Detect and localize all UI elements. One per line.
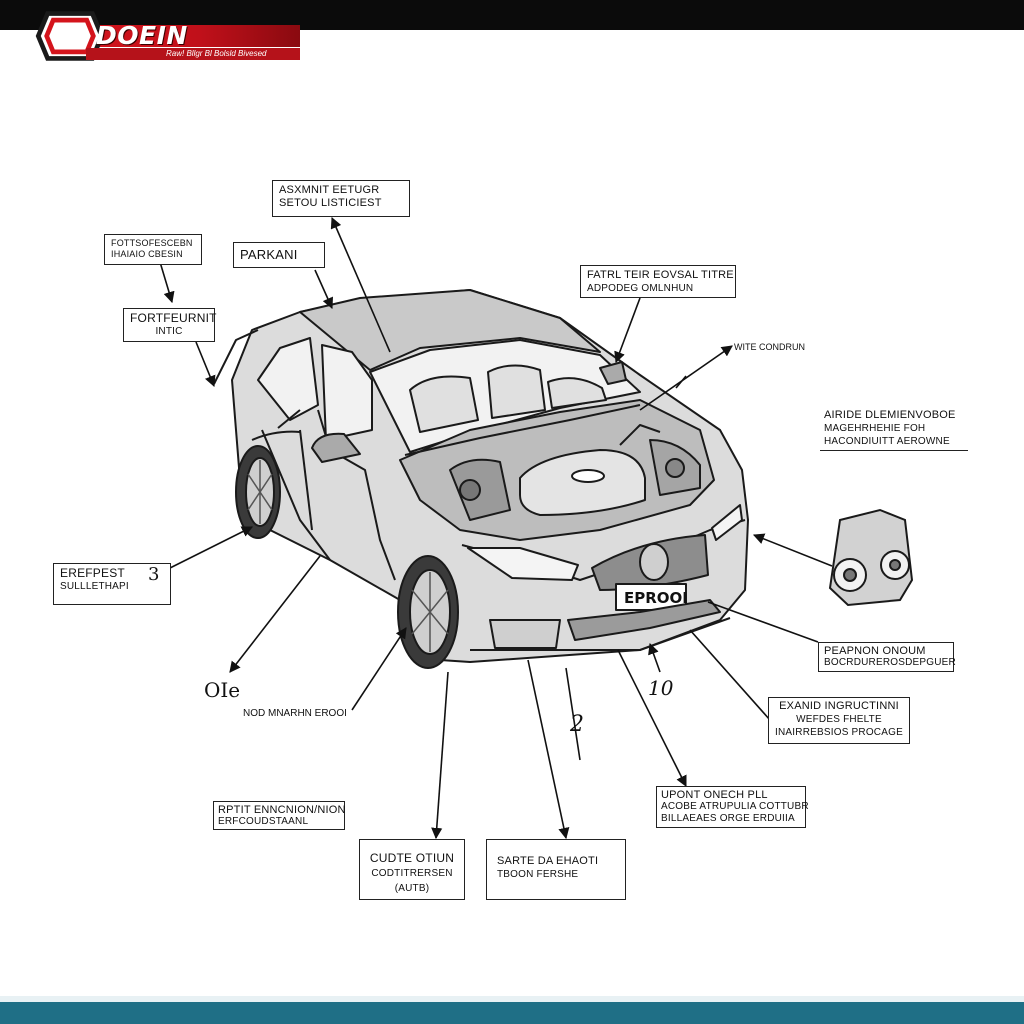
callout-exand-line3: INAIRREBSIOS PROCAGE <box>775 727 903 738</box>
callout-airide-line2: MAGEHRHEHIE FOH <box>824 423 926 434</box>
label-wire-condrun: WITE CONDRUN <box>734 342 805 352</box>
logo-wordmark: DOEIN <box>96 21 188 50</box>
callout-sarte-line1: SARTE DA EHAOTI <box>497 855 599 867</box>
label-number-10: 10 <box>648 676 674 700</box>
callout-exand: EXANID INGRUCTINNI WEFDES FHELTE INAIRRE… <box>768 697 910 744</box>
callout-cudte-line3: (AUTB) <box>394 883 430 894</box>
callout-airide: AIRIDE DLEMIENVOBOE MAGEHRHEHIE FOH HACO… <box>820 407 968 451</box>
bottom-teal-bar <box>0 1002 1024 1024</box>
callout-sarte: SARTE DA EHAOTI TBOON FERSHE <box>486 839 626 900</box>
callout-exand-line1: EXANID INGRUCTINNI <box>779 700 899 712</box>
callout-erefpest: EREFPEST SULLLETHAPI <box>53 563 171 605</box>
leader-lines <box>156 216 833 840</box>
callout-top-center-line2: SETOU LISTICIEST <box>279 197 382 209</box>
callout-peapnon-line2: BOCRDUREROSDEPGUER <box>824 657 956 668</box>
callout-cudte-line2: CODTITRERSEN <box>371 868 453 879</box>
callout-fortfeurnit-line2: INTIC <box>155 326 183 337</box>
callout-fatrl-tier-line1: FATRL TEIR EOVSAL TITRE <box>587 269 734 281</box>
car-body <box>213 289 749 669</box>
callout-upont-line1: UPONT ONECH PLL <box>661 789 768 801</box>
bottom-bar-highlight <box>0 996 1024 1002</box>
callout-top-left-small-line2: IHAIAIO CBESIN <box>111 249 183 259</box>
callout-sarte-line2: TBOON FERSHE <box>497 869 579 880</box>
license-plate: EPROOI <box>624 589 688 607</box>
callout-cudte-line1: CUDTE OTIUN <box>369 851 455 865</box>
callout-erefpest-line1: EREFPEST <box>60 566 125 580</box>
callout-top-center-line1: ASXMNIT EETUGR <box>279 184 380 196</box>
callout-airide-line1: AIRIDE DLEMIENVOBOE <box>824 409 956 421</box>
callout-upont-line2: ACOBE ATRUPULIA COTTUBR <box>661 801 809 812</box>
accessory-part-icon <box>828 508 914 607</box>
logo-tagline: Raw! Bllgr Bl Bolsld Bivesed <box>86 48 300 60</box>
callout-fatrl-tier-line2: ADPODEG OMLNHUN <box>587 283 694 294</box>
callout-upont-line3: BILLAEAES ORGE ERDUIIA <box>661 813 795 824</box>
callout-fatrl-tier: FATRL TEIR EOVSAL TITRE ADPODEG OMLNHUN <box>580 265 736 298</box>
label-nod-manrhn: NOD MNARHN EROOI <box>243 708 347 719</box>
callout-rptit: RPTIT ENNCNION/NION ERFCOUDSTAANL <box>213 801 345 830</box>
callout-fortfeurnit-line1: FORTFEURNIT <box>130 311 217 325</box>
callout-rptit-line1: RPTIT ENNCNION/NION <box>218 804 346 816</box>
callout-peapnon: PEAPNON ONOUM BOCRDUREROSDEPGUER <box>818 642 956 672</box>
callout-top-center: ASXMNIT EETUGR SETOU LISTICIEST <box>272 180 410 217</box>
callout-airide-line3: HACONDIUITT AEROWNE <box>824 436 950 447</box>
logo-red-band <box>78 25 300 47</box>
callout-erefpest-line2: SULLLETHAPI <box>60 581 129 592</box>
callout-exand-line2: WEFDES FHELTE <box>796 714 882 725</box>
callout-peapnon-line1: PEAPNON ONOUM <box>824 645 926 657</box>
callout-erefpest-number: 3 <box>148 564 160 585</box>
callout-rptit-line2: ERFCOUDSTAANL <box>218 816 309 827</box>
callout-fortfeurnit: FORTFEURNIT INTIC <box>123 308 217 342</box>
label-number-2: 2 <box>570 712 584 737</box>
label-ole: OIe <box>204 678 241 702</box>
callout-parkani: PARKANI <box>233 242 325 268</box>
callout-cudte: CUDTE OTIUN CODTITRERSEN (AUTB) <box>359 839 465 900</box>
callout-top-left-small-line1: FOTTSOFESCEBN <box>111 238 193 248</box>
callout-top-left-small: FOTTSOFESCEBN IHAIAIO CBESIN <box>104 234 202 265</box>
brand-logo: DOEIN Raw! Bllgr Bl Bolsld Bivesed <box>34 8 300 68</box>
callout-parkani-line1: PARKANI <box>240 247 298 262</box>
callout-upont: UPONT ONECH PLL ACOBE ATRUPULIA COTTUBR … <box>656 786 809 828</box>
